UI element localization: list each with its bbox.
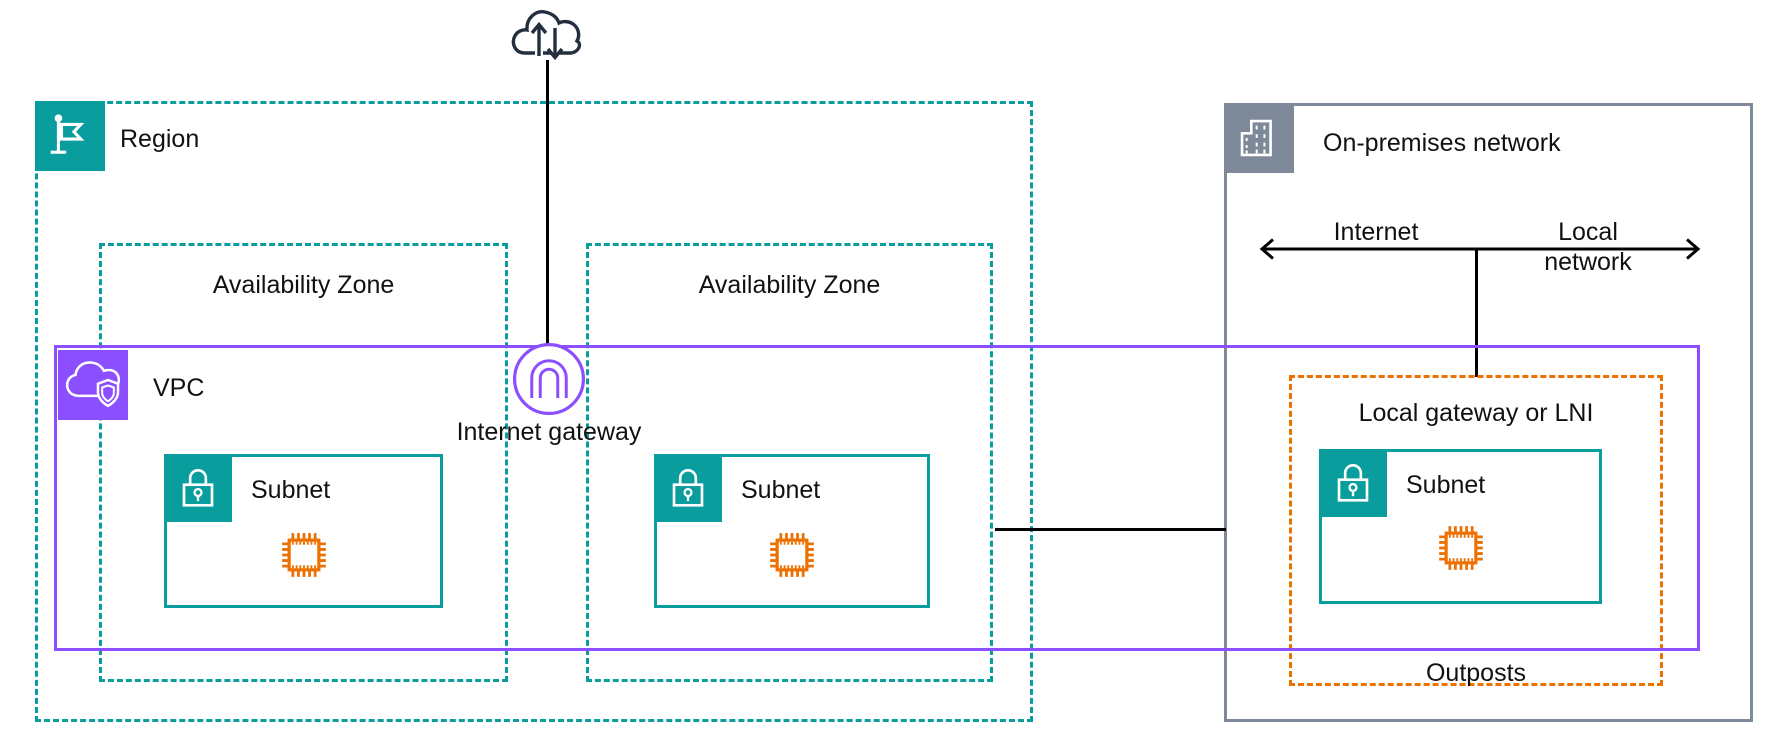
arrow-to-outposts-connector-line <box>1475 249 1478 377</box>
region-label: Region <box>120 125 200 153</box>
internet-to-gateway-connector-line <box>546 60 549 345</box>
internet-cloud-icon <box>511 10 582 61</box>
availability-zone-1-box: Availability Zone <box>99 243 508 682</box>
lock-icon <box>1319 449 1387 517</box>
subnet-1-box: Subnet <box>164 454 443 608</box>
local-gateway-label: Local gateway or LNI <box>1358 399 1594 427</box>
availability-zone-2-label: Availability Zone <box>698 271 881 299</box>
chip-icon <box>766 529 818 581</box>
chip-icon <box>1435 522 1487 574</box>
outposts-box: Local gateway or LNI Outposts <box>1289 375 1663 687</box>
availability-zone-1-label: Availability Zone <box>212 271 395 299</box>
internet-gateway-label: Internet gateway <box>456 418 642 446</box>
subnet-3-box: Subnet <box>1319 449 1602 604</box>
subnet-1-label: Subnet <box>251 476 331 504</box>
local-network-label-line2: network <box>1544 248 1632 276</box>
availability-zone-2-box: Availability Zone <box>586 243 993 682</box>
vpc-shield-cloud-icon <box>58 350 128 420</box>
building-icon <box>1224 103 1294 173</box>
lock-icon <box>164 454 232 522</box>
subnet-2-box: Subnet <box>654 454 930 608</box>
internet-local-network-arrow <box>1259 238 1701 260</box>
internet-arrow-label: Internet <box>1333 218 1419 246</box>
lock-icon <box>654 454 722 522</box>
region-box: Region <box>35 101 1033 722</box>
on-premises-network-box: On-premises network <box>1224 103 1753 722</box>
outposts-label: Outposts <box>1425 659 1527 687</box>
subnet-3-label: Subnet <box>1406 471 1486 499</box>
internet-gateway-arch-icon <box>512 342 586 416</box>
vpc-label: VPC <box>153 374 205 402</box>
on-premises-network-label: On-premises network <box>1323 129 1561 157</box>
region-flag-icon <box>35 101 105 171</box>
chip-icon <box>278 529 330 581</box>
local-network-arrow-label: Local network <box>1488 217 1688 277</box>
local-network-label-line1: Local <box>1558 218 1618 246</box>
vpc-box: VPC <box>54 345 1700 651</box>
vpc-to-onprem-connector-line <box>995 528 1226 531</box>
subnet-2-label: Subnet <box>741 476 821 504</box>
